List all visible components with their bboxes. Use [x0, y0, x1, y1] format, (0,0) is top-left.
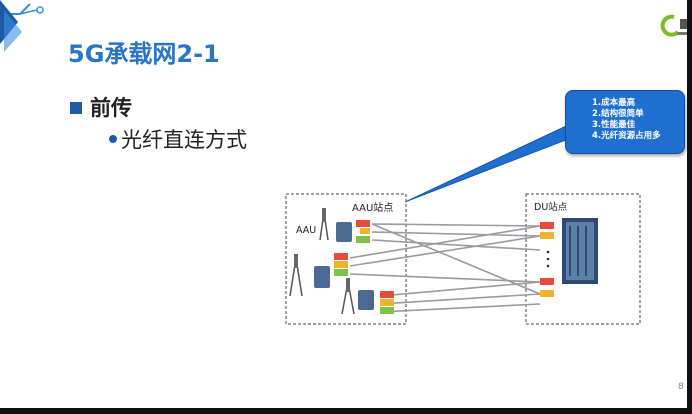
bottom-edge-bar — [0, 408, 692, 414]
fronthaul-diagram — [285, 125, 641, 325]
du-site-box — [525, 193, 641, 325]
bullet-level2: 光纤直连方式 — [109, 124, 247, 154]
du-port-blocks — [540, 222, 554, 297]
aau-site-label: AAU站点 — [352, 203, 394, 214]
du-server-rack-icon — [562, 218, 598, 284]
dot-bullet-icon — [109, 135, 117, 143]
aau-site-box — [285, 193, 407, 325]
aau-label: AAU — [296, 225, 317, 236]
callout-item: 1.成本最高 — [592, 98, 636, 108]
page-number: 8 — [678, 382, 684, 392]
callout-item: 4.光纤资源占用多 — [592, 131, 661, 141]
callout-item: 3.性能最佳 — [592, 120, 636, 130]
company-logo-icon — [660, 14, 687, 37]
slide-title: 5G承载网2-1 — [68, 40, 220, 68]
bullet-level1-text: 前传 — [90, 96, 132, 120]
bullet-level2-text: 光纤直连方式 — [121, 128, 247, 152]
decor-corner-graphic — [0, 0, 44, 52]
callout-box: 1.成本最高 2.结构很简单 3.性能最佳 4.光纤资源占用多 — [565, 90, 685, 154]
slide: 5G承载网2-1 前传 光纤直连方式 — [0, 0, 687, 408]
du-site-label: DU站点 — [534, 202, 568, 213]
right-edge-bar — [687, 0, 692, 414]
fiber-lines — [349, 223, 541, 313]
square-bullet-icon — [70, 102, 82, 114]
aau-port-blocks — [334, 220, 394, 314]
aau-antenna-icon — [289, 208, 374, 315]
bullet-level1: 前传 — [70, 92, 132, 122]
callout-item: 2.结构很简单 — [592, 109, 644, 119]
